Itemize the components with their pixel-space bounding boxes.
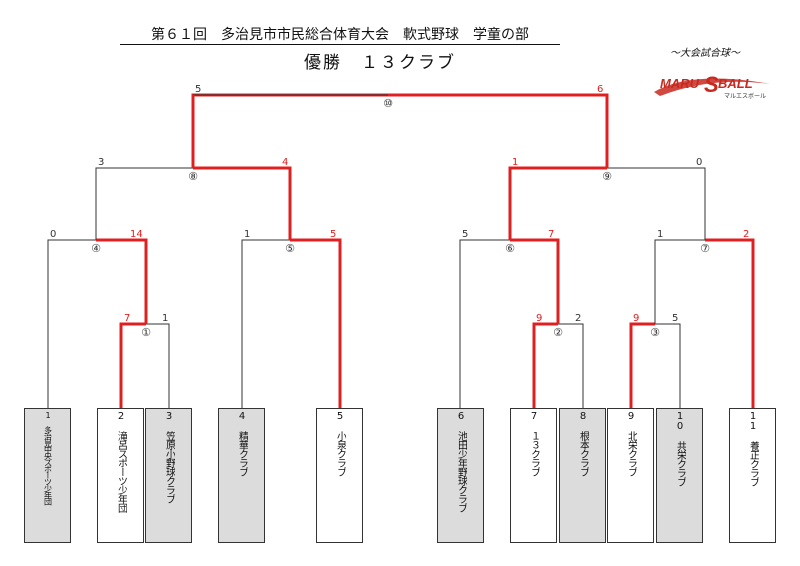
team-name: 11 養正クラブ [747,411,759,486]
match-number: ⑤ [285,242,295,255]
team-box: 6 池田少年野球クラブ [437,408,484,543]
winner-text: 優勝 １３クラブ [304,53,456,73]
team-name: 9 北栄クラブ [625,411,637,476]
match-number: ⑧ [188,170,198,183]
bracket-line [459,239,510,408]
bracket-line [629,322,655,408]
bracket-line [193,166,292,240]
team-name: 1 多治見中央スポーツ少年団 [43,411,53,504]
score: 3 [98,157,104,168]
score: 7 [548,229,554,240]
bracket-line [95,167,193,240]
score: 7 [124,313,130,324]
team-box: 4 精華クラブ [218,408,265,543]
team-box: 5 小泉クラブ [316,408,363,543]
match-number: ① [141,326,151,339]
bracket-line [241,239,290,408]
score: 2 [743,229,749,240]
bracket-line [146,323,170,408]
bracket-line [290,238,342,408]
team-box: 10 共栄クラブ [656,408,703,543]
bracket-line [558,323,584,408]
score: 1 [657,229,663,240]
team-name: 8 根本クラブ [577,411,589,476]
team-box: 3 笠原小野球クラブ [145,408,192,543]
bracket-line [191,93,388,168]
score: 4 [282,157,288,168]
bracket-line [705,238,755,408]
score: 1 [244,229,250,240]
team-name: 3 笠原小野球クラブ [163,411,175,503]
score: 5 [462,229,468,240]
sponsor-subtitle: ～大会試合球～ [670,48,740,59]
score: 0 [50,229,56,240]
tournament-title: 第６１回 多治見市市民総合体育大会 軟式野球 学童の部 [120,26,560,45]
score: 1 [162,313,168,324]
svg-text:S: S [704,72,719,97]
team-name: 10 共栄クラブ [674,411,686,486]
bracket-line [654,239,705,324]
team-box: 7 １３クラブ [510,408,557,543]
bracket-line [508,166,607,240]
bracket-line [47,239,96,408]
match-number: ⑦ [700,242,710,255]
match-number: ③ [650,326,660,339]
team-name: 2 滝呂スポーツ少年団 [115,411,127,512]
marus-ball-logo: MARU S BALL マルエスボール [654,72,770,100]
team-box: 2 滝呂スポーツ少年団 [97,408,144,543]
bracket-line [532,322,558,408]
bracket-line [510,238,560,324]
team-box: 1 多治見中央スポーツ少年団 [24,408,71,543]
bracket-line [119,322,146,408]
bracket-line [607,167,706,240]
team-name: 6 池田少年野球クラブ [455,411,467,512]
match-number: ④ [91,242,101,255]
team-name: 4 精華クラブ [236,411,248,476]
team-box: 8 根本クラブ [559,408,606,543]
match-number: ② [553,326,563,339]
team-name: 5 小泉クラブ [334,411,346,476]
svg-text:マルエスボール: マルエスボール [724,92,766,100]
svg-text:MARU: MARU [660,76,700,91]
match-number: ⑩ [383,97,393,110]
match-number: ⑨ [602,170,612,183]
bracket-line [655,323,681,408]
team-name: 7 １３クラブ [528,411,540,476]
score: 0 [696,157,702,168]
score: 2 [575,313,581,324]
score: 5 [330,229,336,240]
score: 6 [597,84,603,95]
team-box: 11 養正クラブ [729,408,776,543]
score: 1 [512,157,518,168]
match-number: ⑥ [505,242,515,255]
score: 9 [536,313,542,324]
score: 5 [195,84,201,95]
team-box: 9 北栄クラブ [607,408,654,543]
score: 14 [130,229,143,240]
bracket-line [96,238,148,324]
score: 5 [672,313,678,324]
svg-text:BALL: BALL [718,76,753,91]
score: 9 [633,313,639,324]
bracket-line [388,93,609,168]
